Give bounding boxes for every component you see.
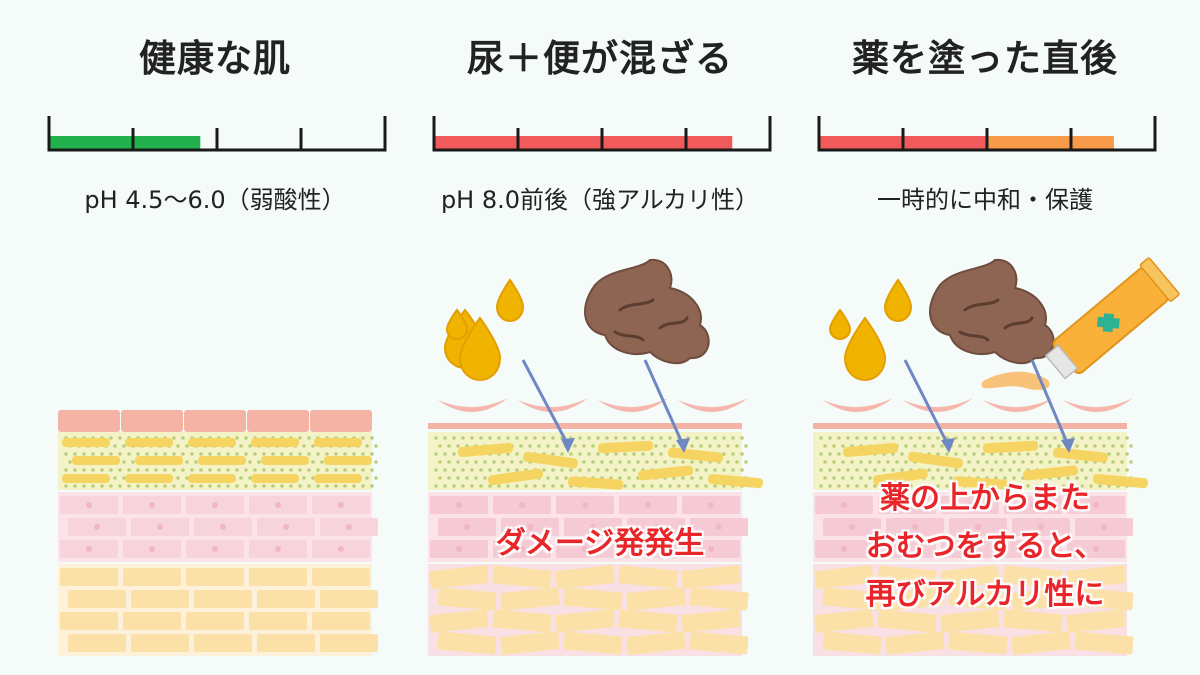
ph-scale-frame	[47, 116, 387, 152]
ph-label: pH 4.5〜6.0（弱酸性）	[84, 186, 346, 214]
ph-scale-frame	[817, 116, 1157, 152]
ph-level-fill	[987, 136, 1114, 149]
ph-label: 一時的に中和・保護	[877, 186, 1093, 214]
arrow-icon	[903, 359, 1075, 453]
panel-title: 健康な肌	[139, 37, 291, 80]
warning-line: 薬の上からまた	[880, 481, 1090, 516]
panel-urine-stool: 尿＋便が混ざる pH 8.0前後（強アルカリ性） ダメージ発発生	[405, 0, 795, 675]
stool-icon	[584, 258, 710, 365]
ph-level-fill	[435, 136, 733, 149]
warning-line: 再びアルカリ性に	[865, 577, 1105, 612]
ph-scale	[47, 116, 387, 152]
panel-title: 尿＋便が混ざる	[467, 37, 733, 80]
panel-healthy-skin: 健康な肌 pH 4.5〜6.0（弱酸性）	[20, 0, 410, 675]
ph-scale-frame	[432, 116, 772, 152]
warning-line: おむつをすると、	[865, 529, 1105, 564]
skin-cross-section-damaged	[428, 258, 763, 656]
ph-scale	[817, 116, 1157, 152]
ph-label: pH 8.0前後（強アルカリ性）	[440, 186, 760, 214]
ointment-tube-icon	[981, 257, 1180, 390]
ph-level-fill	[50, 136, 201, 149]
urine-drop-icon	[828, 278, 913, 382]
stool-icon	[929, 258, 1055, 365]
ph-scale	[432, 116, 772, 152]
skin-cross-section-ointment	[813, 257, 1180, 656]
panel-title: 薬を塗った直後	[852, 37, 1118, 80]
urine-drop-icon	[443, 278, 525, 382]
damage-text: ダメージ発発生	[495, 526, 705, 561]
warning-text: 薬の上からまた おむつをすると、 再びアルカリ性に	[790, 475, 1180, 619]
arrow-icon	[521, 359, 690, 453]
skin-cross-section-healthy	[58, 410, 378, 656]
panel-after-ointment: 薬を塗った直後 一時的に中和・保護	[790, 0, 1180, 675]
